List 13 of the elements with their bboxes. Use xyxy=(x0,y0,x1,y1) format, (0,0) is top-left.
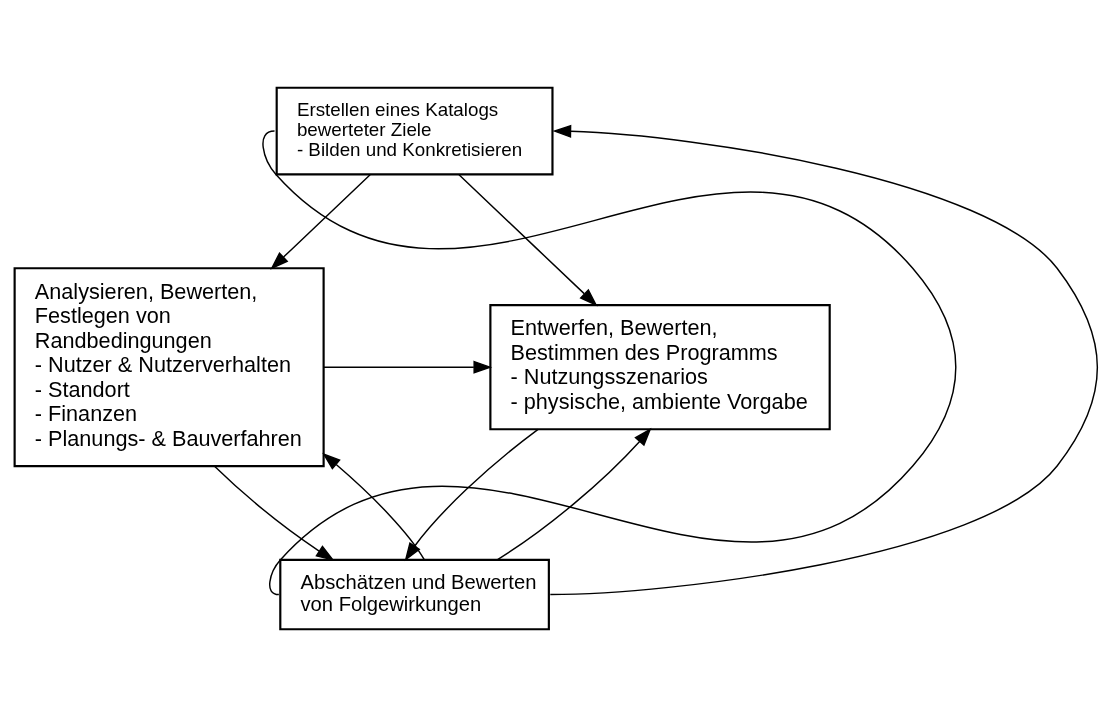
arrow xyxy=(549,124,1099,596)
node-box: Abschätzen und Bewerten von Folgewirkungen xyxy=(279,558,550,631)
arrow xyxy=(270,174,371,270)
arrow xyxy=(214,465,335,561)
node-box: Entwerfen, Bewerten, Bestimmen des Programms - Nutzungsszenarios - physische, ambiente Vorgabe xyxy=(489,304,831,431)
node-box: Erstellen eines Katalogs bewerteter Ziele - Bilden und Konkretisieren xyxy=(275,86,554,176)
arrow xyxy=(322,452,425,561)
node-box: Analysieren, Bewerten, Festlegen von Randbedingungen - Nutzer & Nutzerverhalten - Standort - Finanzen - Planungs- & Bauverfahren xyxy=(13,267,325,468)
arrow xyxy=(404,428,539,562)
arrow xyxy=(458,174,598,307)
arrow xyxy=(496,427,652,561)
arrow xyxy=(323,360,493,374)
connector xyxy=(262,130,957,596)
